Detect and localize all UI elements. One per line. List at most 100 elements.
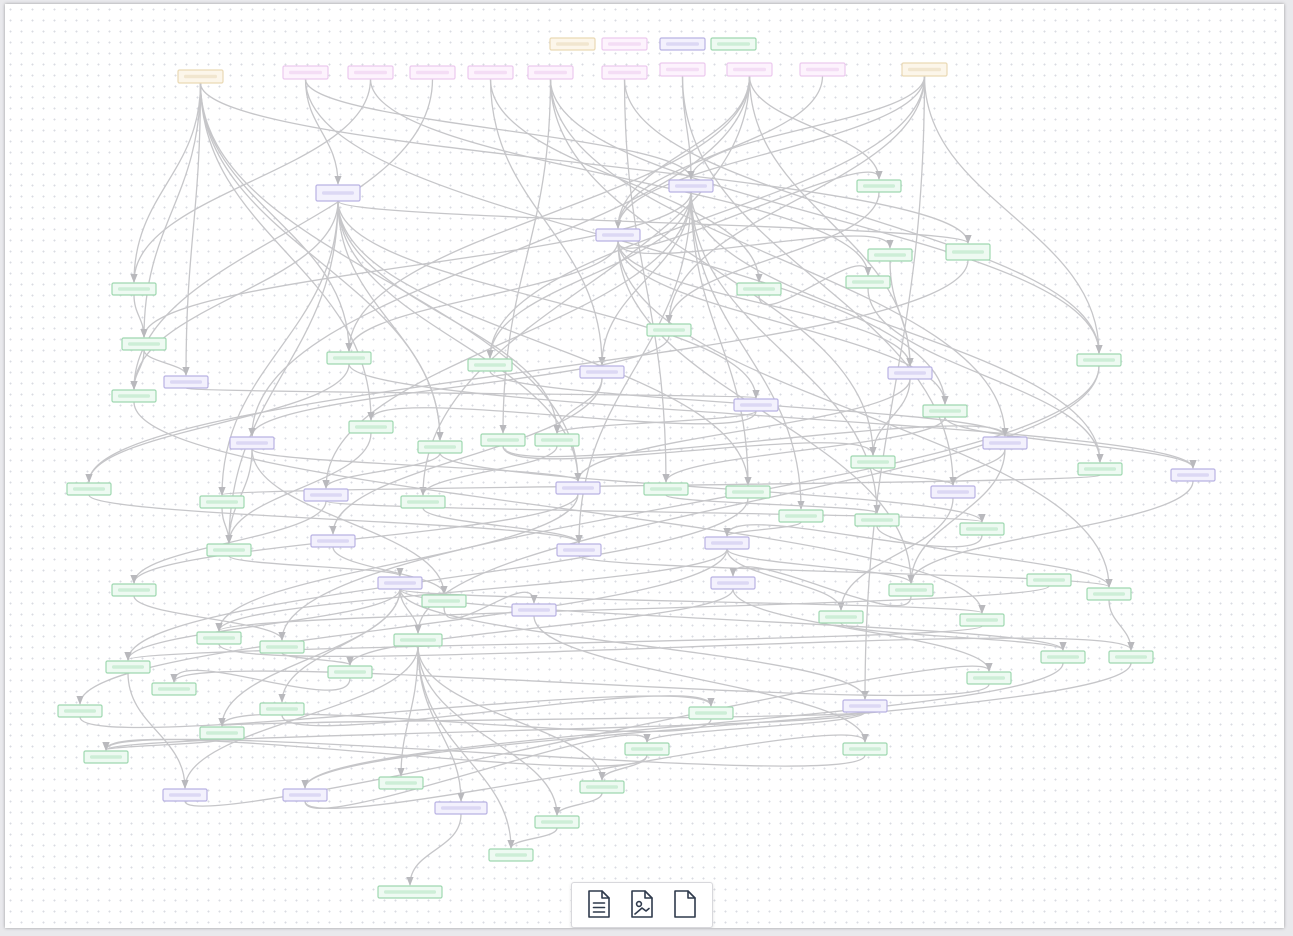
node-process[interactable] bbox=[163, 375, 209, 389]
export-document-button[interactable] bbox=[582, 888, 616, 922]
node-source[interactable] bbox=[467, 65, 514, 80]
node-output[interactable] bbox=[534, 433, 580, 447]
node-output[interactable] bbox=[1026, 573, 1072, 587]
diagram-canvas[interactable] bbox=[5, 4, 1284, 928]
node-output[interactable] bbox=[854, 513, 900, 527]
node-source[interactable] bbox=[799, 62, 846, 77]
node-output[interactable] bbox=[736, 282, 782, 296]
legend-swatch-output[interactable] bbox=[710, 37, 757, 51]
node-output[interactable] bbox=[534, 815, 580, 829]
edge-p7-g14 bbox=[367, 407, 757, 425]
node-output[interactable] bbox=[922, 404, 968, 418]
node-output[interactable] bbox=[66, 482, 112, 496]
node-process[interactable] bbox=[511, 603, 557, 617]
node-output[interactable] bbox=[105, 660, 151, 674]
node-input[interactable] bbox=[901, 62, 948, 77]
new-page-button[interactable] bbox=[668, 888, 702, 922]
node-output[interactable] bbox=[888, 583, 934, 597]
node-process[interactable] bbox=[229, 436, 275, 450]
node-output[interactable] bbox=[111, 282, 157, 296]
node-output[interactable] bbox=[111, 389, 157, 403]
node-output[interactable] bbox=[151, 682, 197, 696]
node-process[interactable] bbox=[710, 576, 756, 590]
node-output[interactable] bbox=[196, 631, 242, 645]
node-output[interactable] bbox=[121, 337, 167, 351]
node-input[interactable] bbox=[177, 69, 224, 84]
node-output[interactable] bbox=[83, 750, 129, 764]
node-output[interactable] bbox=[421, 594, 467, 608]
node-output[interactable] bbox=[393, 633, 443, 647]
node-output[interactable] bbox=[643, 482, 689, 496]
node-output[interactable] bbox=[206, 543, 252, 557]
node-output[interactable] bbox=[945, 243, 991, 261]
node-output[interactable] bbox=[966, 671, 1012, 685]
node-output[interactable] bbox=[488, 848, 534, 862]
node-process[interactable] bbox=[842, 699, 888, 713]
node-process[interactable] bbox=[930, 485, 976, 499]
export-image-button[interactable] bbox=[625, 888, 659, 922]
node-output[interactable] bbox=[624, 742, 670, 756]
node-output[interactable] bbox=[959, 613, 1005, 627]
node-output[interactable] bbox=[856, 179, 902, 193]
node-process[interactable] bbox=[303, 488, 349, 502]
node-process[interactable] bbox=[555, 481, 601, 495]
node-output[interactable] bbox=[111, 583, 157, 597]
node-output[interactable] bbox=[818, 610, 864, 624]
node-output[interactable] bbox=[1086, 587, 1132, 601]
node-output[interactable] bbox=[1040, 650, 1086, 664]
node-output[interactable] bbox=[400, 495, 446, 509]
node-process[interactable] bbox=[668, 179, 714, 193]
node-process[interactable] bbox=[1170, 468, 1216, 482]
node-process[interactable] bbox=[579, 365, 625, 379]
node-process[interactable] bbox=[434, 801, 488, 815]
node-output[interactable] bbox=[377, 885, 443, 899]
node-source[interactable] bbox=[282, 65, 329, 80]
node-output[interactable] bbox=[259, 640, 305, 654]
node-output[interactable] bbox=[326, 351, 372, 365]
node-output[interactable] bbox=[417, 440, 463, 454]
node-source[interactable] bbox=[347, 65, 394, 80]
node-process[interactable] bbox=[982, 436, 1028, 450]
node-output[interactable] bbox=[867, 248, 913, 262]
node-source[interactable] bbox=[659, 62, 706, 77]
node-process[interactable] bbox=[310, 534, 356, 548]
node-source[interactable] bbox=[601, 65, 648, 80]
node-process[interactable] bbox=[887, 366, 933, 380]
node-output[interactable] bbox=[579, 780, 625, 794]
node-output[interactable] bbox=[1076, 353, 1122, 367]
node-source[interactable] bbox=[527, 65, 574, 80]
node-process[interactable] bbox=[282, 788, 328, 802]
node-output[interactable] bbox=[348, 420, 394, 434]
node-output[interactable] bbox=[850, 455, 896, 469]
legend-swatch-input[interactable] bbox=[549, 37, 596, 51]
legend-swatch-source[interactable] bbox=[601, 37, 648, 51]
node-source[interactable] bbox=[409, 65, 456, 80]
node-process[interactable] bbox=[595, 228, 641, 242]
node-output[interactable] bbox=[959, 522, 1005, 536]
node-output[interactable] bbox=[199, 495, 245, 509]
node-process[interactable] bbox=[556, 543, 602, 557]
node-output[interactable] bbox=[688, 706, 734, 720]
node-output[interactable] bbox=[778, 509, 824, 523]
node-process[interactable] bbox=[377, 576, 423, 590]
node-output[interactable] bbox=[842, 742, 888, 756]
node-output[interactable] bbox=[378, 776, 424, 790]
node-process[interactable] bbox=[704, 536, 750, 550]
node-output[interactable] bbox=[725, 485, 771, 499]
node-output[interactable] bbox=[646, 323, 692, 337]
node-output[interactable] bbox=[480, 433, 526, 447]
legend-swatch-process[interactable] bbox=[659, 37, 706, 51]
node-output[interactable] bbox=[467, 358, 513, 372]
node-output[interactable] bbox=[259, 702, 305, 716]
node-output[interactable] bbox=[327, 665, 373, 679]
node-output[interactable] bbox=[199, 726, 245, 740]
node-output[interactable] bbox=[1077, 462, 1123, 476]
node-process[interactable] bbox=[315, 184, 361, 202]
node-output[interactable] bbox=[845, 275, 891, 289]
node-source[interactable] bbox=[726, 62, 773, 77]
flow-graph[interactable] bbox=[5, 4, 1284, 928]
node-output[interactable] bbox=[1108, 650, 1154, 664]
node-process[interactable] bbox=[162, 788, 208, 802]
node-output[interactable] bbox=[57, 704, 103, 718]
node-process[interactable] bbox=[733, 398, 779, 412]
